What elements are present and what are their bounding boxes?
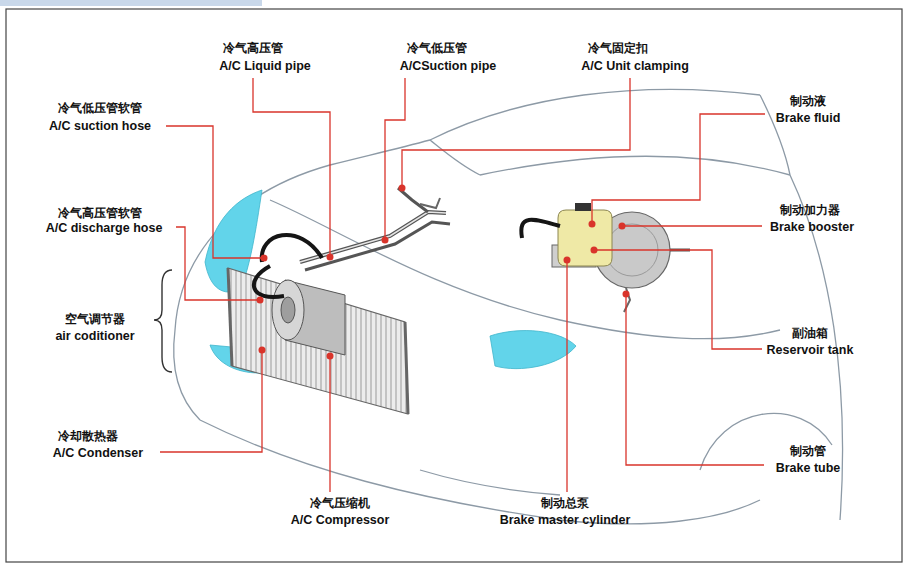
leader-dots xyxy=(257,185,630,360)
headlights-part xyxy=(490,331,576,369)
leader-lines-part xyxy=(566,262,567,492)
reservoir-part xyxy=(558,210,612,266)
leader-dots-part xyxy=(382,237,389,244)
ac-hoses xyxy=(254,235,322,297)
car-body-part xyxy=(760,95,790,175)
callout-label: 冷气高压管 xyxy=(223,40,283,56)
frame-part xyxy=(6,9,902,562)
callout-label: air coditioner xyxy=(55,328,134,344)
car-body-part xyxy=(430,89,760,140)
leader-dots-part xyxy=(589,221,596,228)
car-body-part xyxy=(200,420,760,524)
reservoir xyxy=(521,203,612,266)
callout-label: Brake fluid xyxy=(776,110,841,126)
callout-label: Brake booster xyxy=(770,219,854,235)
leader-lines-part xyxy=(253,78,330,255)
leader-dots-part xyxy=(257,297,264,304)
leader-dots-part xyxy=(564,257,571,264)
callout-label: A/CSuction pipe xyxy=(400,58,497,74)
leader-dots-part xyxy=(591,247,598,254)
callout-label: 制动液 xyxy=(790,93,826,109)
callout-label: 冷却散热器 xyxy=(58,428,118,444)
leader-lines-part xyxy=(624,225,762,226)
callout-label: 制动总泵 xyxy=(541,495,589,511)
compressor-part xyxy=(272,280,304,340)
leader-lines-part xyxy=(592,114,765,222)
leader-dots-part xyxy=(327,254,334,261)
car-body xyxy=(174,89,843,524)
callout-label: 制动管 xyxy=(790,443,826,459)
callout-label: A/C Condenser xyxy=(53,445,143,461)
callout-label: 制动加力器 xyxy=(780,202,840,218)
leader-lines-part xyxy=(176,227,258,300)
leader-dots-part xyxy=(327,353,334,360)
compressor xyxy=(272,280,345,355)
leader-lines-part xyxy=(329,358,330,492)
bracket-part xyxy=(154,270,172,372)
compressor-part xyxy=(281,297,295,323)
callout-label: Brake master cylinder xyxy=(500,512,631,528)
callout-label: Brake tube xyxy=(776,460,841,476)
callout-label: Reservoir tank xyxy=(767,342,854,358)
leader-lines xyxy=(160,78,765,492)
reservoir-part xyxy=(521,220,560,238)
leader-lines-part xyxy=(626,296,764,465)
leader-lines-part xyxy=(402,78,630,186)
ac-pipes-part xyxy=(305,222,450,270)
callout-label: 冷气固定扣 xyxy=(588,40,648,56)
leader-dots-part xyxy=(259,347,266,354)
car-body-part xyxy=(174,330,200,420)
leader-lines-part xyxy=(160,352,262,452)
bracket xyxy=(154,270,172,372)
callout-label: A/C suction hose xyxy=(49,118,151,134)
callout-label: 冷气高压管软管 xyxy=(58,205,142,221)
top-tab xyxy=(0,0,262,6)
frame xyxy=(6,9,902,562)
callout-label: 冷气压缩机 xyxy=(310,495,370,511)
car-body-part xyxy=(420,470,560,495)
leader-lines-part xyxy=(596,250,762,349)
top-tab-part xyxy=(0,0,262,6)
car-body-part xyxy=(430,140,480,175)
callout-label: A/C Compressor xyxy=(291,512,390,528)
condenser-part xyxy=(405,322,408,414)
callout-label: A/C discharge hose xyxy=(46,220,163,236)
leader-dots-part xyxy=(623,291,630,298)
callout-label: A/C Liquid pipe xyxy=(219,58,311,74)
callout-label: 副油箱 xyxy=(792,325,828,341)
reservoir-part xyxy=(575,203,591,211)
leader-dots-part xyxy=(399,185,406,192)
callout-label: 冷气低压管软管 xyxy=(58,100,142,116)
condenser-part xyxy=(228,268,232,366)
ac-pipes xyxy=(300,188,450,270)
callout-label: A/C Unit clamping xyxy=(581,58,689,74)
callout-label: 冷气低压管 xyxy=(407,40,467,56)
leader-lines-part xyxy=(166,126,262,258)
ac-pipes-part xyxy=(398,188,428,212)
callout-label: 空气调节器 xyxy=(65,311,125,327)
ac-pipes-part xyxy=(420,198,440,208)
leader-dots-part xyxy=(261,255,268,262)
ac-hoses-part xyxy=(262,235,322,262)
ac-hoses-part xyxy=(254,266,284,297)
car-body-part xyxy=(480,156,790,175)
leader-dots-part xyxy=(619,223,626,230)
